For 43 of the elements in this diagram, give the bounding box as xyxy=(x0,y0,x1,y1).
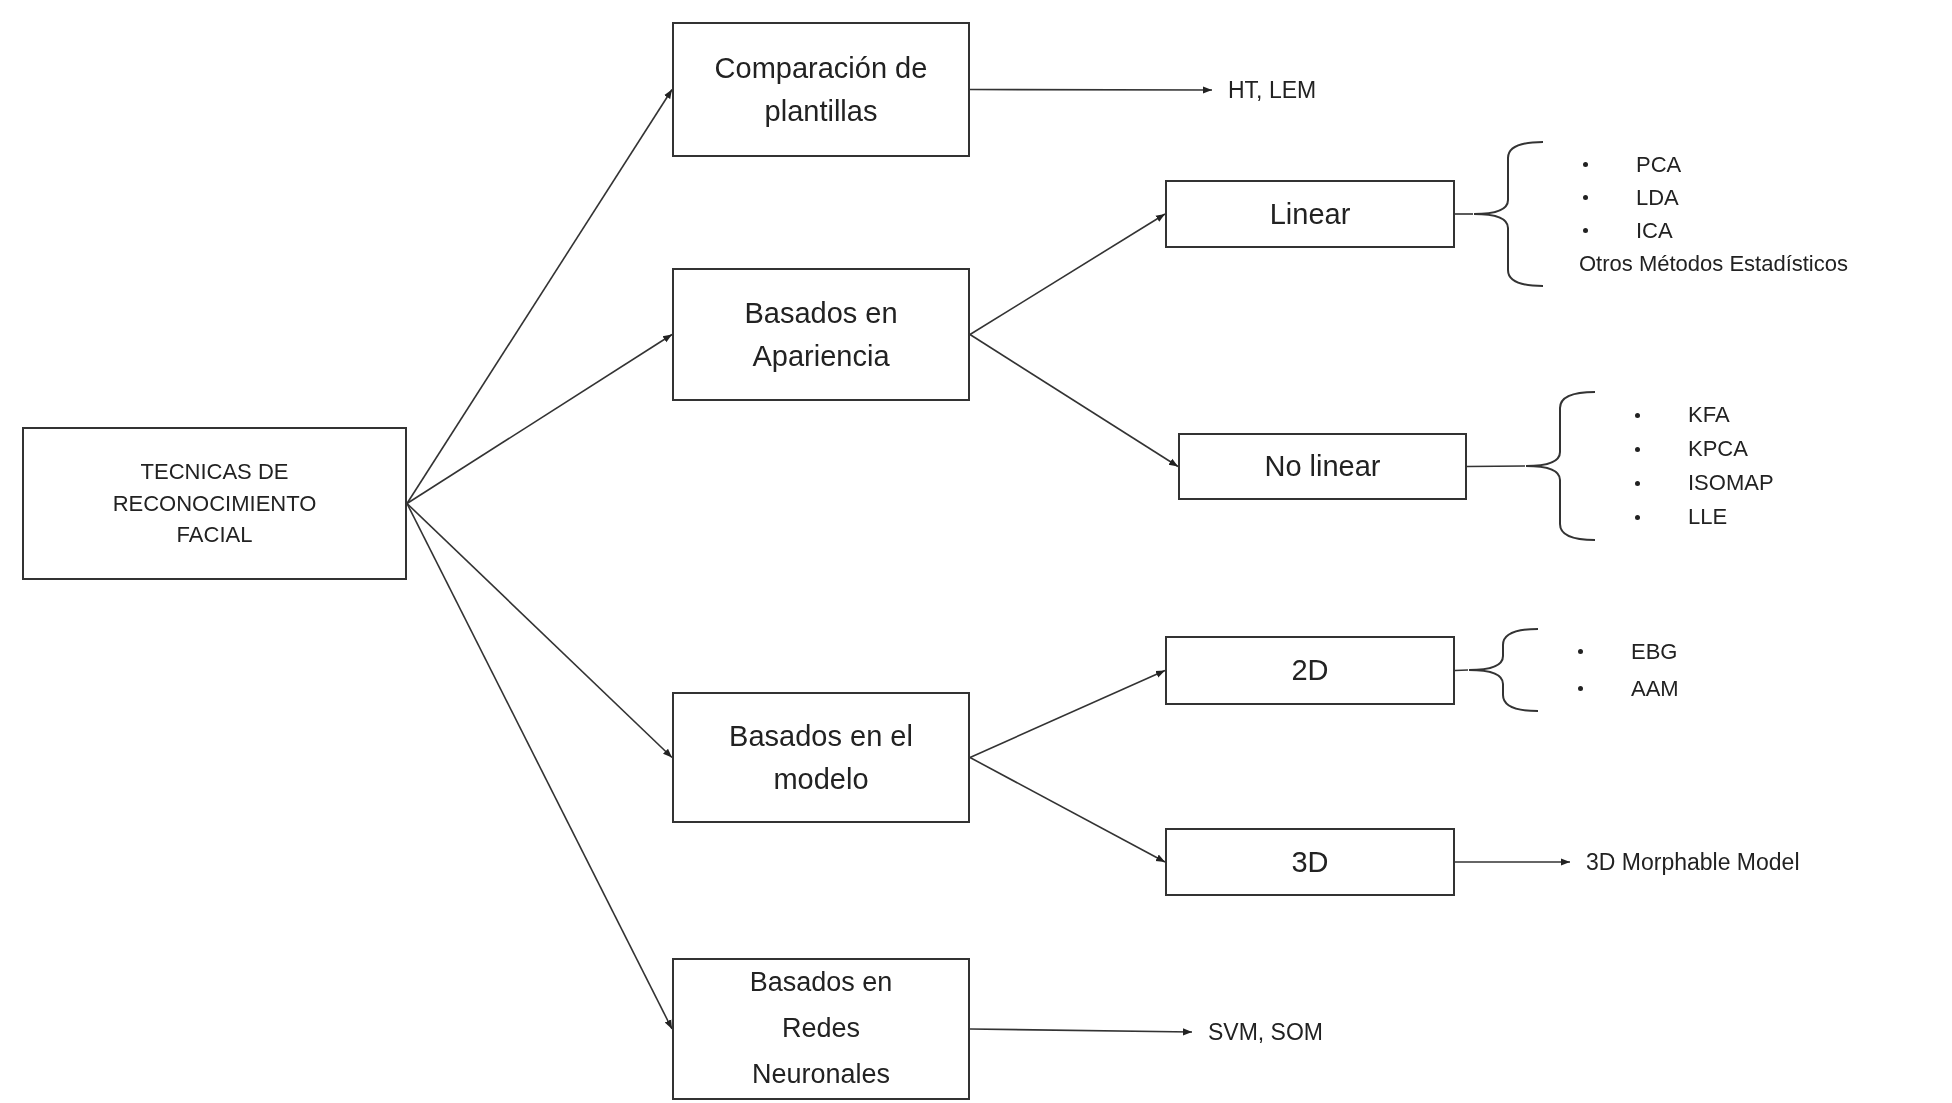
box-label: Basados en Redes Neuronales xyxy=(748,966,894,1091)
arrow xyxy=(969,669,1166,759)
arrow xyxy=(1454,858,1571,866)
list-item: ISOMAP xyxy=(1688,470,1774,496)
list-item: LLE xyxy=(1688,504,1728,530)
box-label: 3D xyxy=(1291,844,1329,880)
list-item: AAM xyxy=(1631,675,1679,702)
box-label: Linear xyxy=(1269,196,1351,232)
arrow xyxy=(969,86,1213,94)
process-box xyxy=(672,958,970,1100)
connector-line xyxy=(1454,213,1474,215)
method-label: HT, LEM xyxy=(1212,70,1372,110)
process-box xyxy=(1178,433,1467,500)
list-item: EBG xyxy=(1631,638,1678,665)
arrow xyxy=(969,756,1166,863)
list-item: LDA xyxy=(1636,184,1679,211)
method-label: 3D Morphable Model xyxy=(1570,842,1870,882)
method-label: SVM, SOM xyxy=(1192,1012,1352,1052)
box-label: Comparación de plantillas xyxy=(713,51,929,129)
list-item: PCA xyxy=(1636,151,1682,178)
arrow xyxy=(969,1028,1193,1036)
process-box xyxy=(22,427,407,580)
list-item: KPCA xyxy=(1688,436,1748,462)
list-item: KFA xyxy=(1688,402,1730,428)
arrow xyxy=(969,333,1179,468)
connector-line xyxy=(1466,465,1526,468)
process-box xyxy=(672,692,970,823)
box-label: TECNICAS DE RECONOCIMIENTO FACIAL xyxy=(111,457,318,550)
connector-line xyxy=(1454,669,1469,672)
box-label: No linear xyxy=(1264,449,1381,485)
box-label: Basados en Apariencia xyxy=(743,296,899,374)
list-item: ICA xyxy=(1636,217,1673,244)
arrow xyxy=(406,333,673,505)
process-box xyxy=(672,268,970,401)
list-note: Otros Métodos Estadísticos xyxy=(1579,250,1848,277)
arrow xyxy=(406,502,673,759)
process-box xyxy=(1165,180,1455,248)
process-box xyxy=(1165,828,1455,896)
process-box xyxy=(672,22,970,157)
process-box xyxy=(1165,636,1455,705)
arrow xyxy=(969,213,1166,336)
box-label: 2D xyxy=(1291,653,1329,689)
box-label: Basados en el modelo xyxy=(728,719,914,797)
